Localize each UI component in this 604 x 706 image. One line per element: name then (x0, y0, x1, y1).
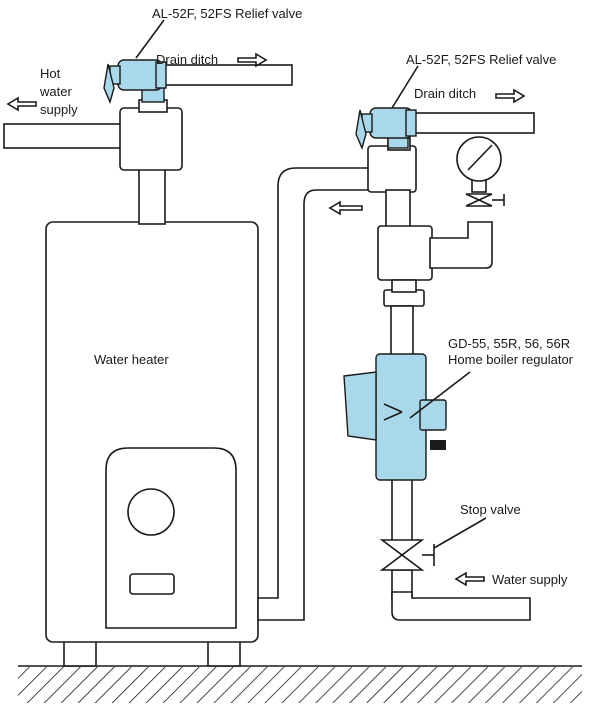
hot-water-label-2: water (39, 84, 72, 99)
drain-arrow-right (495, 88, 526, 104)
leader-lines (135, 19, 487, 549)
hot-water-arrow (6, 96, 37, 112)
drain-ditch-right-label: Drain ditch (414, 86, 476, 101)
hot-water-label-1: Hot (40, 66, 61, 81)
regulator-label-1: GD-55, 55R, 56, 56R (448, 336, 570, 351)
flow-arrows (6, 52, 526, 587)
heater-vent (129, 573, 175, 595)
drain-arrow-left (237, 52, 268, 68)
flow-arrow-heater (328, 200, 363, 216)
hot-water-pipe (3, 64, 293, 225)
ground (18, 665, 582, 703)
supply-assembly-pipes (257, 112, 535, 621)
water-heater (45, 221, 259, 667)
drain-ditch-left-label: Drain ditch (156, 52, 218, 67)
water-supply-label: Water supply (492, 572, 568, 587)
home-boiler-regulator (343, 353, 447, 481)
heater-burner-window (127, 488, 175, 536)
water-heater-label: Water heater (94, 352, 169, 367)
relief-valve-right (355, 107, 417, 151)
relief-valve-left-label: AL-52F, 52FS Relief valve (152, 6, 302, 21)
relief-valve-left (103, 59, 167, 105)
stop-valve (379, 539, 435, 571)
stop-valve-label: Stop valve (460, 502, 521, 517)
hot-water-label-3: supply (40, 102, 78, 117)
relief-valve-right-label: AL-52F, 52FS Relief valve (406, 52, 556, 67)
water-supply-arrow (454, 571, 485, 587)
regulator-label-2: Home boiler regulator (448, 352, 574, 367)
